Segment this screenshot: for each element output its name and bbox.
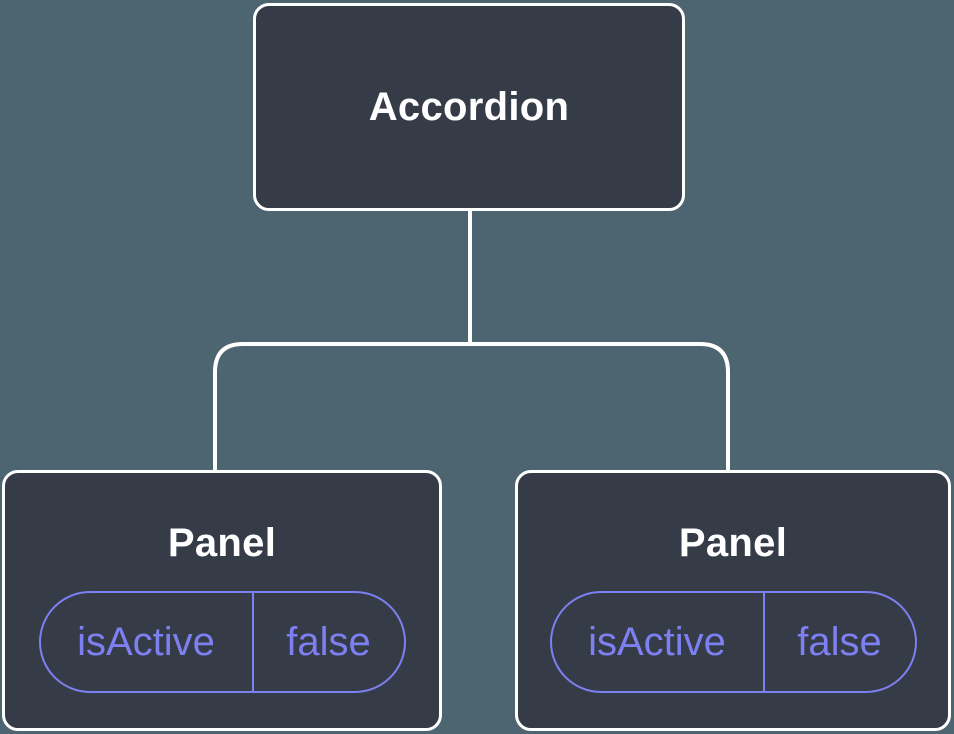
panel-1-state-pill: isActive false — [38, 591, 406, 693]
node-panel-2: Panel isActive false — [515, 470, 951, 731]
panel-2-state-pill: isActive false — [549, 591, 917, 693]
panel-2-state-value: false — [797, 619, 882, 664]
panel-1-state-key: isActive — [41, 593, 254, 691]
node-panel-1: Panel isActive false — [2, 470, 442, 731]
panel-1-label: Panel — [167, 521, 277, 565]
panel-2-state-key: isActive — [552, 593, 765, 691]
panel-1-state-value: false — [286, 619, 371, 664]
connector-bracket — [213, 342, 730, 471]
panel-2-label: Panel — [678, 521, 788, 565]
accordion-label: Accordion — [368, 84, 570, 129]
node-accordion: Accordion — [253, 3, 685, 211]
